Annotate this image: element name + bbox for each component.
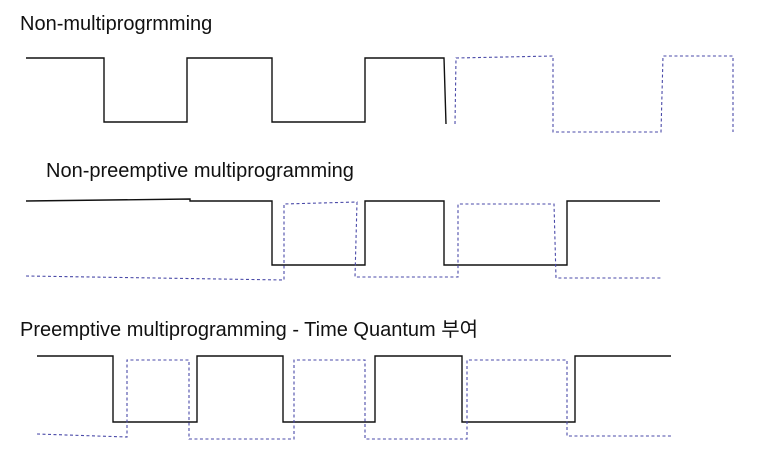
process-a-waveform <box>25 198 660 266</box>
process-a-waveform <box>26 57 447 125</box>
waveform-preemptive <box>36 355 671 440</box>
process-b-waveform <box>454 55 734 133</box>
waveform-non-multiprogramming <box>26 55 734 133</box>
process-a-waveform <box>37 355 671 423</box>
process-b-waveform <box>36 359 671 440</box>
section-title-non-multiprogramming: Non-multiprogrmming <box>20 13 213 35</box>
section-title-non-preemptive: Non-preemptive multiprogramming <box>46 160 354 182</box>
section-title-preemptive: Preemptive multiprogramming - Time Quant… <box>20 319 479 341</box>
process-b-waveform <box>25 201 661 281</box>
waveform-non-preemptive <box>25 198 661 281</box>
